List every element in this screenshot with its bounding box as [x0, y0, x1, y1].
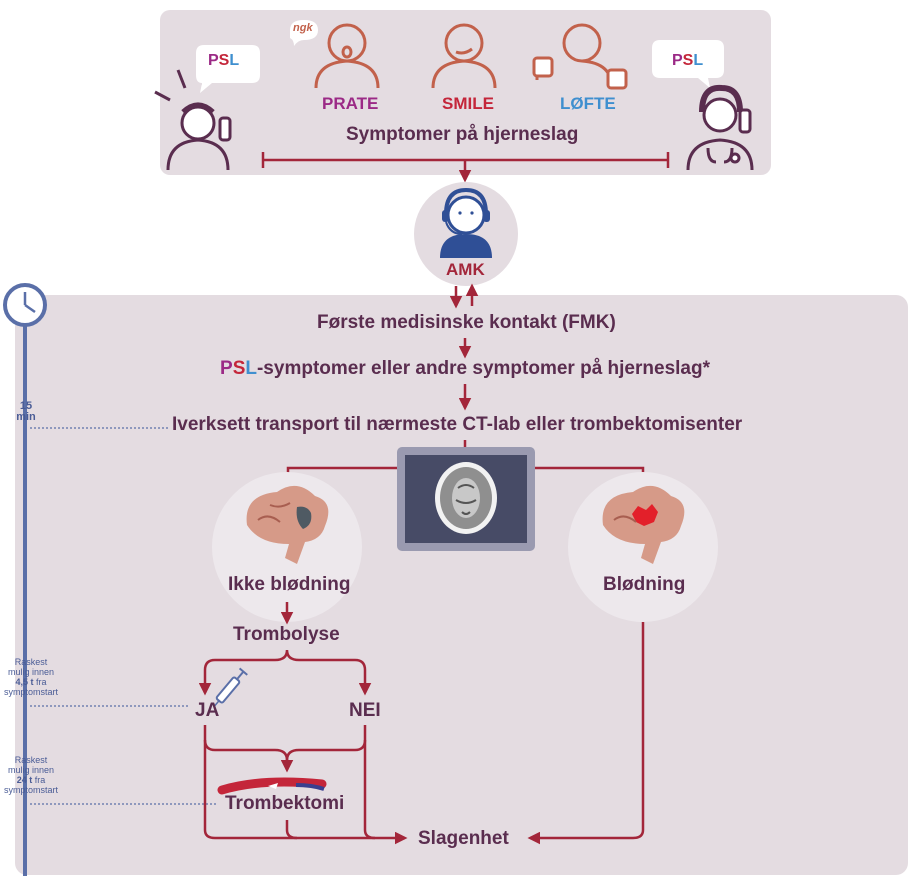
t45-bold: 4,5 t — [15, 677, 34, 687]
t45-tail: fra — [36, 677, 47, 687]
vessel-icon — [217, 777, 327, 795]
timeline-24h: Raskest mulig innen 24 t fra symptomstar… — [0, 755, 62, 795]
smile-label: SMILE — [442, 94, 494, 113]
man-phone-icon — [154, 69, 232, 171]
brain-ischemic-icon — [246, 485, 329, 564]
ikke-blodning-label: Ikke blødning — [228, 574, 351, 595]
clock-icon — [3, 283, 47, 327]
brace-trombolyse — [203, 649, 367, 690]
syringe-icon — [213, 667, 248, 708]
t24-tail: fra — [34, 775, 46, 785]
fmk-label: Første medisinske kontakt (FMK) — [317, 312, 616, 333]
t24-line1: Raskest — [14, 755, 48, 765]
line-blodning-slagenhet — [527, 622, 645, 845]
t24-line2: mulig innen — [7, 765, 55, 775]
treatment-panel — [15, 295, 908, 875]
t45-line2: mulig innen — [7, 667, 55, 677]
t45-line3: 4,5 t fra — [0, 677, 62, 687]
transport-label: Iverksett transport til nærmeste CT-lab … — [172, 414, 743, 435]
smile-face-icon — [431, 23, 497, 89]
timeline-15min: 15 min — [4, 401, 48, 423]
psl-right-l: L — [693, 52, 704, 69]
timeline-15min-unit: min — [16, 411, 36, 423]
brain-hemorrhage-icon — [602, 485, 685, 564]
blodning-label: Blødning — [603, 574, 686, 595]
psl-symptoms-label: PSL-symptomer eller andre symptomer på h… — [220, 358, 710, 380]
prate-label: PRATE — [322, 94, 379, 113]
t45-line4: symptomstart — [3, 687, 58, 697]
ct-scan-monitor — [397, 447, 535, 551]
psl-left-p: P — [208, 52, 219, 69]
psl-right-p: P — [672, 52, 683, 69]
prate-face-icon — [314, 23, 380, 89]
line-ja-slagenhet — [203, 740, 408, 845]
psl-symptoms-l: L — [245, 358, 257, 379]
symptoms-title: Symptomer på hjerneslag — [346, 124, 579, 145]
lofte-arms-icon — [532, 23, 628, 90]
nei-label: NEI — [349, 700, 381, 721]
symptoms-bracket — [261, 152, 670, 183]
timeline-4-5h: Raskest mulig innen 4,5 t fra symptomsta… — [0, 657, 62, 697]
psl-symptoms-s: S — [232, 358, 246, 379]
symptoms-panel — [160, 10, 771, 175]
amk-label: AMK — [446, 260, 485, 279]
speech-doodle-icon — [290, 20, 318, 46]
speech-bubble-right — [652, 40, 724, 88]
speech-bubble-left — [196, 45, 260, 93]
t24-line4: symptomstart — [3, 785, 58, 795]
psl-left-l: L — [229, 52, 240, 69]
line-nei-slagenhet — [363, 740, 376, 840]
t24-bold: 24 t — [16, 775, 33, 785]
psl-left-s: S — [218, 52, 230, 69]
psl-symptoms-p: P — [220, 358, 233, 379]
line-trombektomi-slagenhet — [285, 820, 298, 840]
timeline-15min-num: 15 — [19, 400, 33, 412]
trombolyse-label: Trombolyse — [233, 624, 340, 645]
trombektomi-label: Trombektomi — [225, 793, 345, 814]
psl-right-label: PSL — [672, 52, 703, 70]
speech-doodle-text: ngk — [293, 22, 313, 34]
psl-symptoms-rest: -symptomer eller andre symptomer på hjer… — [256, 358, 710, 379]
doctor-phone-icon — [686, 84, 754, 171]
slagenhet-label: Slagenhet — [418, 828, 509, 849]
ja-label: JA — [195, 700, 220, 721]
psl-left-label: PSL — [208, 52, 239, 70]
t24-line3: 24 t fra — [0, 775, 62, 785]
psl-right-s: S — [682, 52, 694, 69]
dispatcher-icon — [440, 187, 492, 258]
t45-line1: Raskest — [14, 657, 48, 667]
lofte-label: LØFTE — [560, 94, 616, 113]
